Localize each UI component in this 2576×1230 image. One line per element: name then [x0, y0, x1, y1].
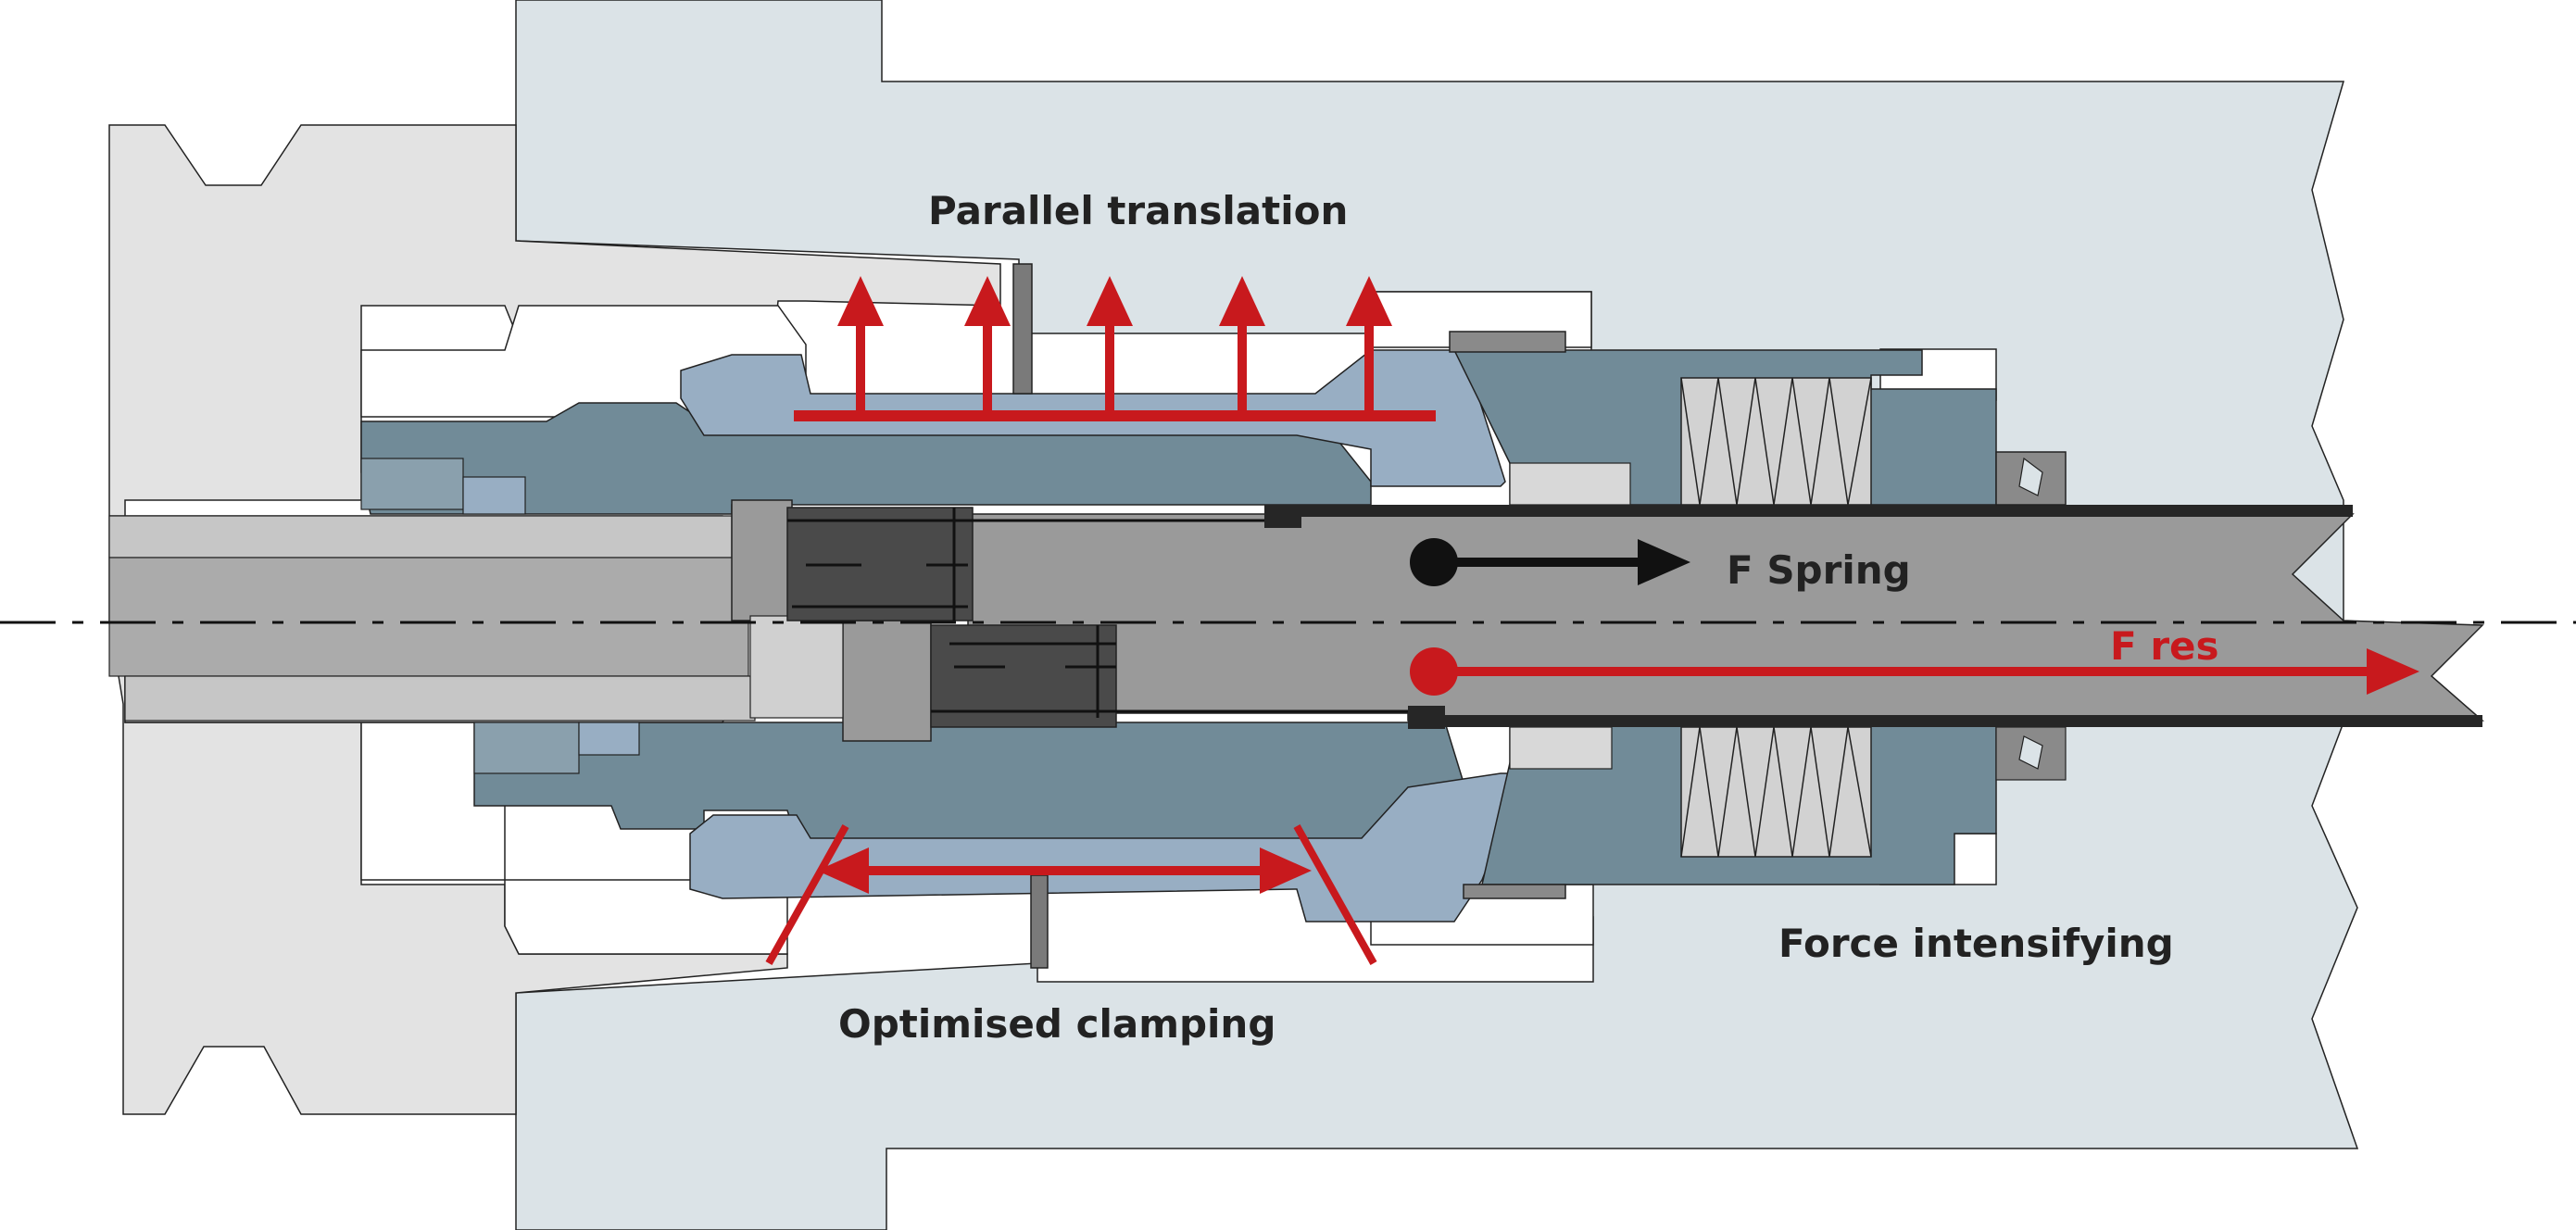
f-spring-arrow: [1410, 538, 1690, 586]
parallel-translation-arrows: [794, 276, 1436, 421]
filler-top: [1509, 462, 1631, 506]
translation-arrow-head-4: [1219, 276, 1265, 326]
translation-arrow-stem-4: [1238, 315, 1247, 412]
connector-head-top: [731, 499, 793, 621]
disc-spring-top: [1680, 377, 1872, 506]
translation-base-line: [794, 410, 1436, 421]
f-spring-arrow-head: [1638, 539, 1690, 585]
connector-body-light: [749, 615, 844, 719]
stop-pin-bottom: [1030, 874, 1049, 969]
draw-bar-step-bottom: [1408, 706, 1445, 729]
draw-bar-edge-bottom: [1408, 715, 2482, 727]
clamping-arrow-shaft: [857, 866, 1269, 875]
draw-bar: [967, 513, 2484, 722]
filler-bottom: [1509, 726, 1613, 770]
plate-bottom: [1463, 884, 1566, 899]
clamping-arrow-head-left: [817, 847, 869, 894]
f-spring-arrow-shaft: [1434, 558, 1647, 567]
clamping-arrow-head-right: [1260, 847, 1312, 894]
detail-block-top: [360, 458, 464, 510]
disc-spring-bottom: [1680, 726, 1872, 858]
hex-nut-bottom-inner: [2018, 735, 2043, 770]
stop-pin-top: [1012, 263, 1033, 395]
translation-arrow-stem-1: [856, 315, 865, 412]
clamping-limit-left: [765, 824, 849, 965]
thread-bottom-lines: [931, 625, 1408, 718]
f-res-arrow: [1410, 647, 2419, 696]
tool-shank-lower: [124, 675, 756, 722]
f-res-arrow-head: [2367, 648, 2419, 695]
label-f-spring: F Spring: [1727, 547, 1911, 593]
label-optimised-clamping: Optimised clamping: [838, 1001, 1275, 1047]
clamping-limit-right: [1293, 824, 1377, 965]
connector-head-bottom: [842, 620, 932, 742]
label-f-res: F res: [2110, 623, 2219, 669]
translation-arrow-head-1: [837, 276, 884, 326]
label-force-intensifying: Force intensifying: [1778, 921, 2174, 966]
f-res-arrow-shaft: [1434, 667, 2379, 676]
draw-bar-edge-top: [1264, 505, 2353, 517]
translation-arrow-head-3: [1087, 276, 1133, 326]
translation-arrow-head-2: [964, 276, 1011, 326]
hex-nut-top-inner: [2018, 457, 2043, 496]
detail-block-top-2: [462, 476, 526, 515]
draw-bar-step-top: [1264, 505, 1301, 528]
detail-block-bottom-2: [578, 722, 640, 756]
tool-shank-upper: [108, 515, 733, 559]
thread-top-lines: [787, 508, 1264, 621]
label-parallel-translation: Parallel translation: [928, 188, 1348, 233]
optimised-clamping-arrow: [765, 824, 1377, 965]
translation-arrow-stem-5: [1364, 315, 1374, 412]
plate-top: [1449, 331, 1566, 353]
translation-arrow-stem-3: [1105, 315, 1114, 412]
translation-arrow-head-5: [1346, 276, 1392, 326]
detail-block-bottom: [473, 722, 580, 774]
translation-arrow-stem-2: [983, 315, 992, 412]
tool-shank-core: [108, 557, 749, 677]
